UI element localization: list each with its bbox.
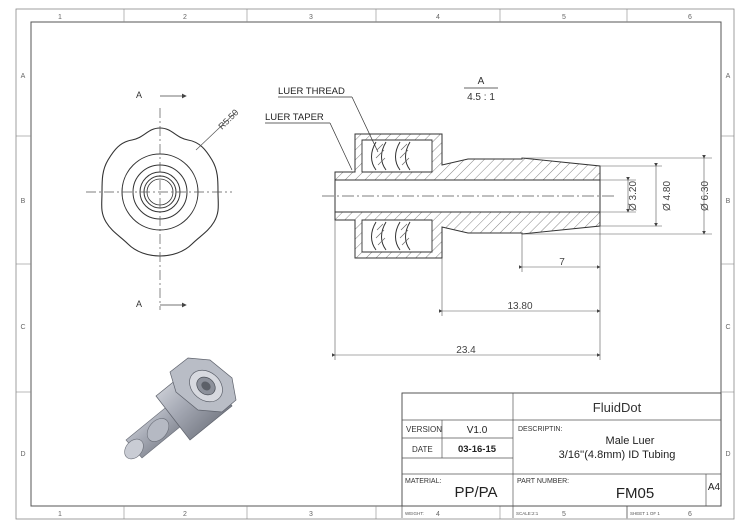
callout-luer-taper-leader: [329, 122, 353, 171]
sheet-label: SHEET 1 OF 1: [630, 511, 660, 516]
row-letter-left-c: C: [20, 324, 25, 331]
col-num-bottom-4: 4: [436, 511, 440, 518]
col-num-top-4: 4: [436, 14, 440, 21]
col-num-bottom-5: 5: [562, 511, 566, 518]
col-num-top-3: 3: [309, 14, 313, 21]
callout-luer-taper: LUER TAPER: [265, 112, 324, 123]
row-letter-right-d: D: [725, 451, 730, 458]
dim-length-barb: 7: [559, 257, 565, 268]
version-value: V1.0: [467, 425, 488, 436]
date-label: DATE: [412, 445, 433, 454]
row-letter-left-d: D: [20, 451, 25, 458]
date-value: 03-16-15: [458, 444, 497, 455]
col-num-top-5: 5: [562, 14, 566, 21]
callout-luer-thread: LUER THREAD: [278, 86, 345, 97]
thread-cavity-lower: [361, 219, 433, 253]
row-letter-right-a: A: [726, 73, 731, 80]
col-num-bottom-1: 1: [58, 511, 62, 518]
material-label: MATERIAL:: [405, 478, 441, 485]
radius-leader: [195, 111, 237, 151]
description-label: DESCRIPTIN:: [518, 426, 562, 433]
section-view-scale: 4.5 : 1: [467, 92, 495, 103]
col-num-bottom-3: 3: [309, 511, 313, 518]
sheet-size: A4: [708, 482, 721, 493]
diameter-dim-lines: [522, 155, 712, 235]
front-view: A A R5.50: [86, 90, 240, 310]
section-mark-bottom: A: [136, 299, 142, 309]
description-line-2: 3/16''(4.8mm) ID Tubing: [559, 449, 676, 461]
company-name: FluidDot: [593, 400, 642, 415]
row-letter-left-b: B: [21, 198, 26, 205]
section-view: A 4.5 : 1 L: [265, 76, 712, 360]
thread-cavity-upper: [361, 139, 433, 173]
dim-diameter-inner: Ø 3.20: [628, 181, 639, 211]
thread-marks: [371, 141, 411, 251]
part-number-value: FM05: [616, 485, 654, 502]
dim-length-body: 13.80: [507, 301, 532, 312]
dim-diameter-mid: Ø 4.80: [662, 181, 673, 211]
row-letter-right-c: C: [725, 324, 730, 331]
thread-hatch: [375, 143, 410, 246]
row-letter-left-a: A: [21, 73, 26, 80]
scale-label: SCALE:2:1: [516, 511, 539, 516]
part-number-label: PART NUMBER:: [517, 478, 569, 485]
row-letter-right-b: B: [726, 198, 731, 205]
col-num-top-2: 2: [183, 14, 187, 21]
title-block: FluidDot VERSION V1.0 DATE 03-16-15 DESC…: [401, 392, 722, 518]
dim-length-total: 23.4: [456, 345, 476, 356]
length-dim-lines: [332, 220, 601, 360]
col-num-bottom-2: 2: [183, 511, 187, 518]
dim-diameter-outer: Ø 6.30: [700, 181, 711, 211]
radius-label: R5.50: [216, 107, 240, 131]
col-num-top-1: 1: [58, 14, 62, 21]
section-mark-top: A: [136, 90, 142, 100]
section-view-letter: A: [478, 76, 485, 87]
col-num-bottom-6: 6: [688, 511, 692, 518]
material-value: PP/PA: [454, 484, 497, 501]
weight-label: WEIGHT:: [405, 511, 424, 516]
col-num-top-6: 6: [688, 14, 692, 21]
version-label: VERSION: [406, 425, 442, 434]
callout-luer-thread-leader: [351, 96, 379, 153]
description-line-1: Male Luer: [606, 435, 655, 447]
iso-part-render: [124, 357, 237, 460]
